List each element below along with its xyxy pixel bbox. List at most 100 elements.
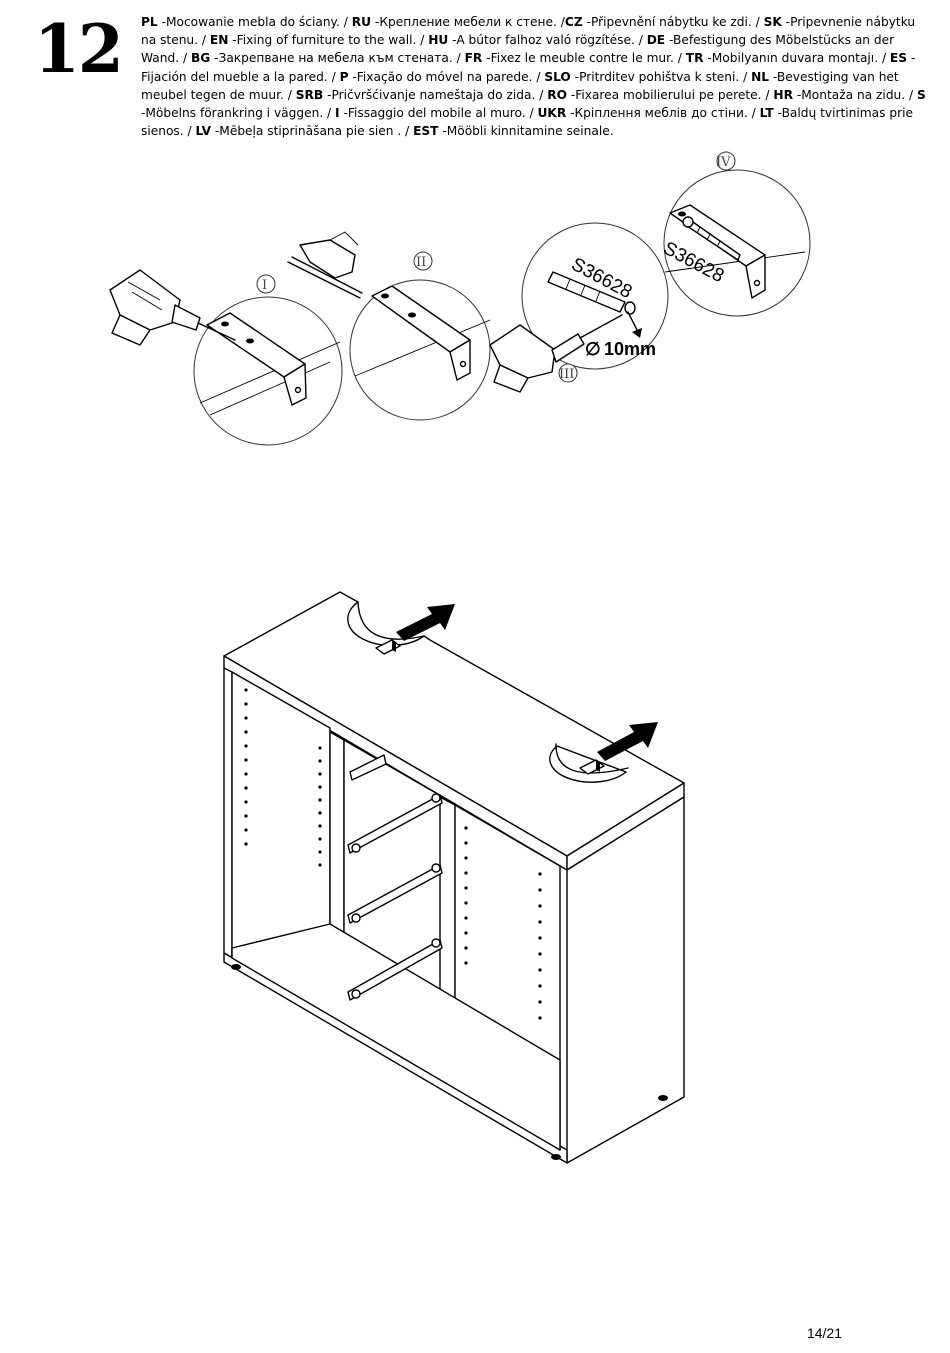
drill-icon-2 bbox=[489, 314, 623, 393]
language-code: LV bbox=[195, 124, 212, 139]
step-2-label: II bbox=[416, 255, 426, 270]
pin-hole bbox=[538, 1016, 542, 1020]
instruction-text: -Крепление мебели к стене. / bbox=[371, 15, 565, 29]
pin-hole bbox=[464, 931, 468, 935]
instruction-text: -Pričvršćivanje nameštaja do zida. / bbox=[323, 87, 548, 102]
pin-hole bbox=[318, 824, 322, 828]
language-code: FR bbox=[464, 51, 483, 66]
step-4-label: IV bbox=[716, 155, 731, 170]
wall-bracket-1 bbox=[375, 639, 401, 655]
instruction-text: -Pripevnenie nábytku na stenu. / bbox=[141, 15, 916, 48]
wall-plug-icon bbox=[547, 271, 636, 315]
instruction-text: -Mööbli kinnitamine seinale. bbox=[438, 124, 614, 139]
pin-hole bbox=[318, 850, 322, 854]
pin-hole bbox=[464, 961, 468, 965]
pin-hole bbox=[538, 984, 542, 988]
language-code: P bbox=[339, 69, 349, 84]
language-code: HU bbox=[428, 33, 449, 48]
arrow-icon bbox=[396, 604, 455, 641]
pin-hole bbox=[244, 800, 248, 804]
pin-hole bbox=[244, 702, 248, 706]
instruction-text: -Fixarea mobilierului pe perete. / bbox=[566, 87, 774, 102]
arrow-icon-2 bbox=[597, 722, 658, 761]
detail-step-3: S36628 ∅ 10mm III bbox=[489, 222, 669, 393]
instruction-text: -Закрепване на мебела към стената. / bbox=[210, 51, 465, 66]
pin-hole bbox=[464, 871, 468, 875]
pin-hole bbox=[538, 1000, 542, 1004]
pin-hole bbox=[244, 842, 248, 846]
instruction-text: -Fixing of furniture to the wall. / bbox=[228, 33, 429, 48]
pin-hole bbox=[464, 901, 468, 905]
pin-hole bbox=[318, 772, 322, 776]
language-code: PL bbox=[141, 15, 158, 29]
language-code: EN bbox=[209, 33, 229, 48]
drill-diameter: 10mm bbox=[604, 339, 656, 359]
pin-hole bbox=[538, 968, 542, 972]
pin-hole bbox=[318, 811, 322, 815]
language-code: SLO bbox=[544, 69, 571, 84]
instruction-text: -A bútor falhoz való rögzítése. / bbox=[448, 33, 647, 48]
instructions-text: PL -Mocowanie mebla do ściany. / RU -Кре… bbox=[141, 13, 931, 140]
detail-step-2: II bbox=[287, 231, 491, 421]
pin-hole bbox=[318, 746, 322, 750]
instruction-text: -Fissaggio del mobile al muro. / bbox=[339, 106, 538, 121]
pin-hole bbox=[464, 841, 468, 845]
drill-diameter-symbol: ∅ bbox=[585, 339, 601, 359]
pencil-hand-icon bbox=[287, 231, 363, 299]
instruction-text: -Fijación del mueble a la pared. / bbox=[141, 51, 916, 84]
pin-hole bbox=[538, 936, 542, 940]
step-number: 12 bbox=[34, 10, 124, 88]
step-3-label: III bbox=[559, 367, 574, 382]
step-1-label: I bbox=[262, 278, 267, 293]
pin-hole bbox=[464, 916, 468, 920]
pin-hole bbox=[244, 730, 248, 734]
pin-hole bbox=[464, 886, 468, 890]
instruction-text: -Befestigung des Möbelstücks an der Wand… bbox=[141, 33, 895, 66]
instruction-text: -Bevestiging van het meubel tegen de muu… bbox=[141, 69, 899, 102]
instruction-text: -Кріплення меблів до стіни. / bbox=[566, 106, 760, 121]
pin-hole bbox=[538, 872, 542, 876]
pin-hole bbox=[244, 744, 248, 748]
pin-hole bbox=[464, 946, 468, 950]
instruction-text: -Mobilyanın duvara montajı. / bbox=[703, 51, 890, 66]
pin-hole bbox=[244, 688, 248, 692]
pin-hole bbox=[538, 952, 542, 956]
pin-hole bbox=[244, 828, 248, 832]
wall-bracket-2 bbox=[579, 759, 605, 775]
language-code: I bbox=[335, 106, 340, 121]
pin-hole bbox=[318, 837, 322, 841]
language-code: RO bbox=[547, 87, 567, 102]
pin-hole bbox=[318, 798, 322, 802]
pin-hole bbox=[538, 920, 542, 924]
instruction-text: -Möbelns förankring i väggen. / bbox=[141, 106, 336, 121]
language-code: LT bbox=[759, 106, 774, 121]
language-code: NL bbox=[751, 69, 770, 84]
drill-icon bbox=[109, 269, 236, 346]
cabinet-drawing bbox=[223, 591, 685, 1164]
pin-hole bbox=[318, 785, 322, 789]
language-code: EST bbox=[413, 124, 439, 139]
pin-hole bbox=[538, 888, 542, 892]
language-code: ES bbox=[889, 51, 908, 66]
pin-hole bbox=[244, 716, 248, 720]
instruction-text: -Mocowanie mebla do ściany. / bbox=[157, 15, 352, 29]
language-code: DE bbox=[646, 33, 666, 48]
detail-step-1: I bbox=[109, 269, 343, 446]
language-code: HR bbox=[773, 87, 794, 102]
language-code: RU bbox=[351, 15, 372, 29]
instruction-text: -Baldų tvirtinimas prie sienos. / bbox=[141, 106, 913, 139]
language-code: UKR bbox=[537, 106, 567, 121]
instruction-text: -Mēbeļa stiprināšana pie sien . / bbox=[211, 124, 414, 139]
instruction-text: -Připevnění nábytku ke zdi. / bbox=[582, 15, 764, 29]
language-code: TR bbox=[685, 51, 704, 66]
pin-hole bbox=[244, 772, 248, 776]
pin-hole bbox=[538, 904, 542, 908]
drawer-runners bbox=[347, 754, 443, 1001]
language-code: S bbox=[917, 87, 926, 102]
instruction-text: -Fixação do móvel na parede. / bbox=[348, 69, 545, 84]
language-code: SK bbox=[763, 15, 782, 29]
instruction-text: -Montaža na zidu. / bbox=[793, 87, 918, 102]
pin-hole bbox=[464, 856, 468, 860]
shelf-pin-holes bbox=[244, 688, 542, 1020]
